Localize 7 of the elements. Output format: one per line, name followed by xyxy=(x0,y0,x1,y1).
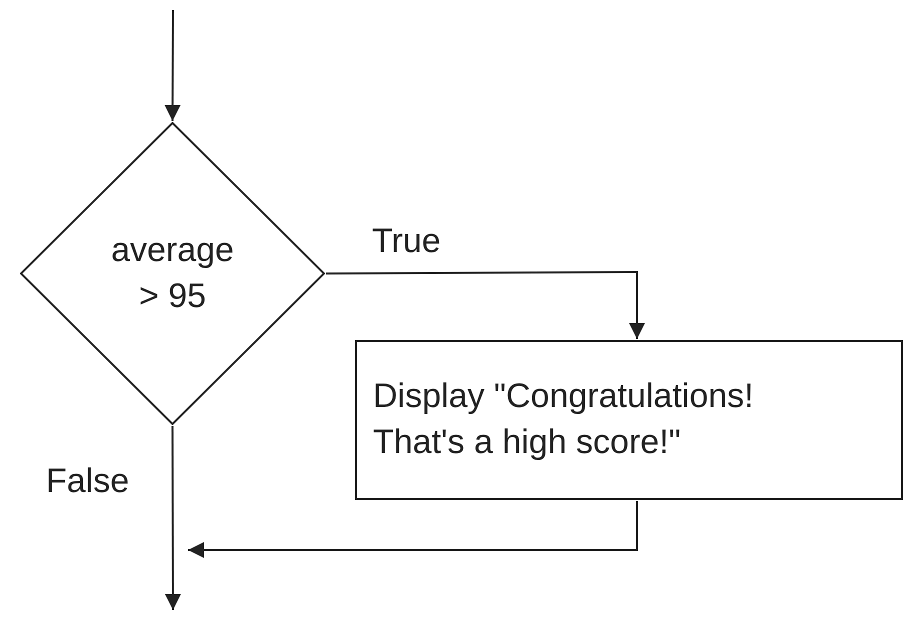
arrow xyxy=(188,501,638,558)
condition-text: average > 95 xyxy=(110,230,235,316)
process-text: Display "Congratulations! That's a high score!" xyxy=(373,376,755,463)
arrow xyxy=(164,10,181,121)
arrow xyxy=(164,426,181,610)
arrow xyxy=(326,271,645,339)
process-box xyxy=(355,340,903,500)
